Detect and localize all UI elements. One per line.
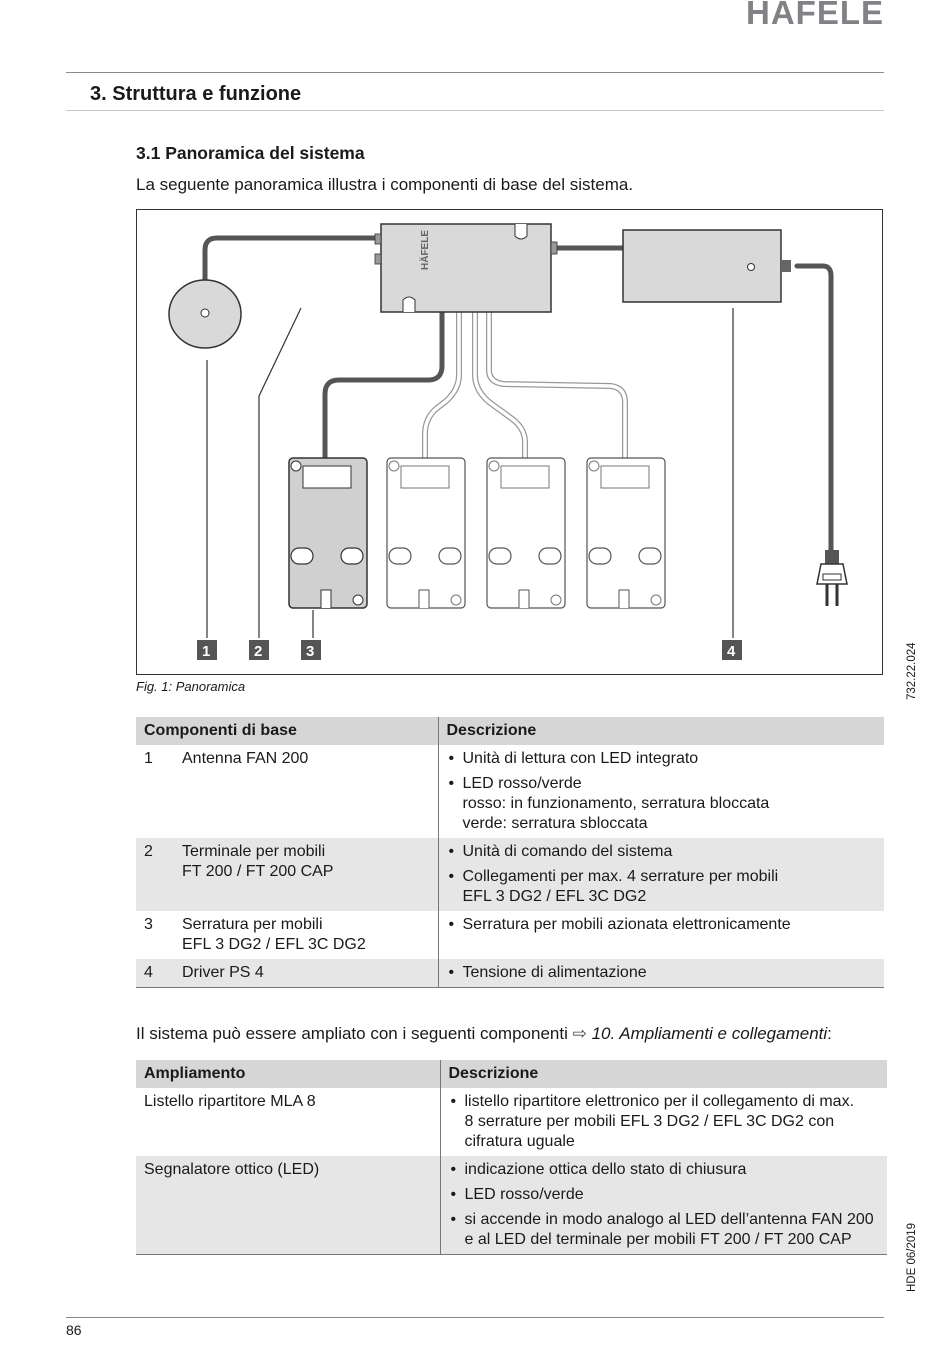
section-title: 3. Struttura e funzione <box>90 83 302 105</box>
extension-name: Segnalatore ottico (LED) <box>136 1156 440 1255</box>
svg-text:3: 3 <box>306 643 314 660</box>
extension-description: listello ripartitore elettronico per il … <box>439 1088 887 1156</box>
row-number: 4 <box>136 959 174 988</box>
page-number: 86 <box>66 1322 82 1338</box>
extension-colon: : <box>827 1024 832 1043</box>
callout-3 <box>301 640 321 660</box>
side-date: HDE 06/2019 <box>906 1222 918 1292</box>
terminal-drawing: HÄFELE <box>374 223 558 313</box>
section-rule <box>66 110 884 111</box>
plug-drawing <box>816 550 848 606</box>
side-code: 732.22.024 <box>906 642 918 700</box>
component-description: Serratura per mobili azionata elettronic… <box>437 911 884 959</box>
extension-description: indicazione ottica dello stato di chiusu… <box>439 1156 887 1255</box>
component-description: Tensione di alimentazione <box>437 959 884 988</box>
table-row: Listello ripartitore MLA 8 listello ripa… <box>136 1088 887 1156</box>
table-header-row: Ampliamento Descrizione <box>136 1060 887 1088</box>
subsection-title: 3.1 Panoramica del sistema <box>136 143 365 163</box>
system-overview-figure: HÄFELE <box>136 209 883 675</box>
table-row: 1 Antenna FAN 200 Unità di lettura con L… <box>136 745 884 838</box>
component-name: Driver PS 4 <box>174 959 438 988</box>
antenna-drawing <box>168 279 242 349</box>
base-components-table: Componenti di base Descrizione 1 Antenna… <box>136 717 884 988</box>
extension-text: Il sistema può essere ampliato con i seg… <box>136 1024 573 1043</box>
component-name: Antenna FAN 200 <box>182 750 309 767</box>
figure-caption: Fig. 1: Panoramica <box>136 679 246 694</box>
svg-text:1: 1 <box>202 643 210 660</box>
row-number: 2 <box>136 838 174 911</box>
driver-drawing <box>622 229 791 303</box>
row-number: 1 <box>144 750 153 767</box>
arrow-icon: ⇨ <box>572 1024 587 1043</box>
lock-drawing-3 <box>486 457 566 609</box>
extensions-table: Ampliamento Descrizione Listello riparti… <box>136 1060 887 1255</box>
svg-text:HÄFELE: HÄFELE <box>418 230 431 270</box>
callout-2 <box>249 640 269 660</box>
extension-name: Listello ripartitore MLA 8 <box>144 1093 316 1110</box>
column-header: Descrizione <box>437 717 884 745</box>
table-header-row: Componenti di base Descrizione <box>136 717 884 745</box>
callout-1 <box>197 640 217 660</box>
header-rule <box>66 72 884 73</box>
callout-4 <box>722 640 742 660</box>
row-number: 3 <box>144 916 153 933</box>
component-description: Unità di lettura con LED integrato LED r… <box>437 745 884 838</box>
footer-rule <box>66 1317 884 1318</box>
component-description: Unità di comando del sistema Collegament… <box>437 838 884 911</box>
lock-drawing-4 <box>586 457 666 609</box>
column-header: Ampliamento <box>136 1060 440 1088</box>
brand-logo: HÄFELE <box>746 0 884 31</box>
svg-text:2: 2 <box>254 643 262 660</box>
lock-drawing-2 <box>386 457 466 609</box>
svg-text:4: 4 <box>727 643 736 660</box>
chapter-link[interactable]: 10. Ampliamenti e collegamenti <box>591 1024 828 1043</box>
table-row: 4 Driver PS 4 Tensione di alimentazione <box>136 959 884 988</box>
column-header: Componenti di base <box>136 717 438 745</box>
intro-text: La seguente panoramica illustra i compon… <box>136 175 634 194</box>
table-row: Segnalatore ottico (LED) indicazione ott… <box>136 1156 887 1255</box>
column-header: Descrizione <box>439 1060 887 1088</box>
system-diagram: HÄFELE <box>168 223 848 660</box>
lock-drawing-1 <box>288 457 368 609</box>
extension-paragraph: Il sistema può essere ampliato con i seg… <box>136 1024 832 1044</box>
